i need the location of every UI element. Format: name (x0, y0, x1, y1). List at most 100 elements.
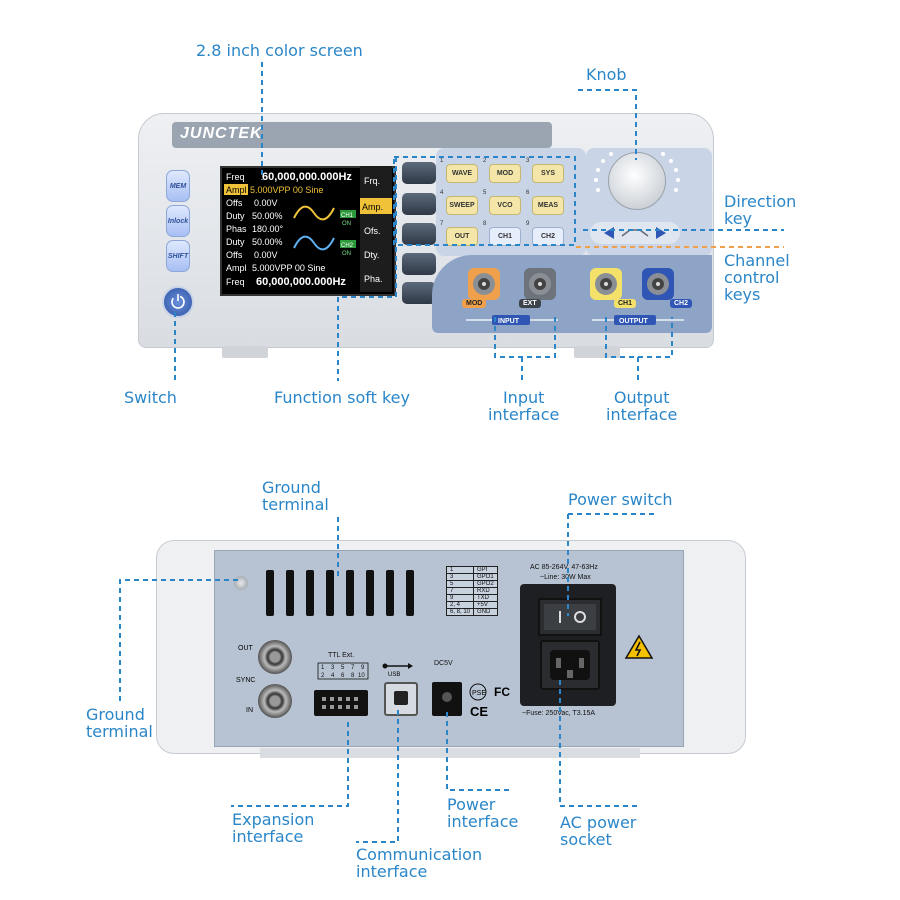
soft-key-3[interactable] (402, 223, 436, 245)
front-foot-left (222, 346, 268, 358)
shift-button[interactable]: SHIFT (166, 240, 190, 272)
ch2-waveform (293, 235, 335, 251)
svg-text:5: 5 (341, 665, 345, 671)
screen-row-1-val: 5.000VPP 00 Sine (250, 185, 323, 195)
direction-hint-icon (621, 229, 649, 237)
cert-marks: PSE FC CE (469, 683, 510, 719)
svg-text:USB: USB (388, 672, 400, 678)
ac-socket[interactable] (540, 640, 600, 690)
expansion-port[interactable] (314, 690, 368, 716)
vent-slot (406, 570, 414, 616)
svg-text:1: 1 (321, 665, 325, 671)
label-knob: Knob (586, 65, 627, 84)
svg-text:8: 8 (483, 221, 487, 227)
screen-row-0-val: 60,000,000.000Hz (262, 171, 352, 183)
label-function-soft-key: Function soft key (274, 388, 410, 407)
svg-text:4: 4 (440, 190, 444, 196)
label-power-switch: Power switch (568, 490, 673, 509)
ch1-tag: CH1 (341, 213, 354, 219)
screen-row-3-key: Duty (226, 211, 245, 221)
vent-slot (306, 570, 314, 616)
ch1-label: CH1 (614, 299, 637, 308)
sync-out-bnc[interactable] (258, 640, 292, 674)
screen-row-2-key: Offs (226, 198, 243, 208)
svg-text:SYNC: SYNC (236, 677, 255, 684)
rear-stand (260, 748, 640, 758)
screen-row-1-key: Ampl (226, 185, 247, 195)
svg-text:3: 3 (331, 665, 335, 671)
ch1-key[interactable]: CH1 (489, 227, 521, 246)
svg-text:OUT: OUT (238, 645, 254, 652)
ch2-key[interactable]: CH2 (532, 227, 564, 246)
label-screen: 2.8 inch color screen (196, 41, 363, 60)
screen-row-8-key: Freq (226, 277, 245, 287)
screen-row-3-val: 50.00% (252, 211, 283, 221)
meas-key[interactable]: MEAS (532, 196, 564, 215)
ch1-bnc[interactable] (590, 268, 622, 300)
sweep-key[interactable]: SWEEP (446, 196, 478, 215)
rotary-knob[interactable] (608, 152, 666, 210)
ch2-tag: CH2 (341, 243, 354, 249)
mem-button[interactable]: MEM (166, 170, 190, 202)
screen-row-6-val: 0.00V (254, 250, 278, 260)
dc-power-jack[interactable] (432, 682, 462, 716)
wave-key[interactable]: WAVE (446, 164, 478, 183)
menu-pha: Pha. (364, 274, 383, 284)
svg-text:9: 9 (361, 665, 365, 671)
power-switch[interactable] (538, 598, 602, 636)
ext-bnc[interactable] (524, 268, 556, 300)
soft-key-1[interactable] (402, 162, 436, 184)
brand-logo: JUNCTEK (180, 125, 263, 142)
screen-row-5-val: 50.00% (252, 237, 283, 247)
ch2-bnc[interactable] (642, 268, 674, 300)
fuse-rating: ~Fuse: 250Vac, T3.15A (522, 710, 596, 717)
mod-bnc[interactable] (468, 268, 500, 300)
soft-key-2[interactable] (402, 193, 436, 215)
inlock-button[interactable]: Inlock (166, 205, 190, 237)
vent-slot (366, 570, 374, 616)
screen-row-4-key: Phas (226, 224, 247, 234)
vent-slot (326, 570, 334, 616)
soft-key-5[interactable] (402, 282, 436, 304)
hazard-icon (624, 634, 654, 659)
ttl-title: TTL Ext. (328, 652, 355, 659)
out-key[interactable]: OUT (446, 227, 478, 246)
front-foot-right (574, 346, 620, 358)
svg-text:7: 7 (351, 665, 355, 671)
power-button[interactable] (162, 286, 194, 318)
screen-row-7-val: 5.000VPP 00 Sine (252, 263, 325, 273)
screen-row-8-val: 60,000,000.000Hz (256, 276, 346, 288)
mod-key[interactable]: MOD (489, 164, 521, 183)
screen-row-0-key: Freq (226, 172, 245, 182)
svg-text:7: 7 (440, 221, 444, 227)
vco-key[interactable]: VCO (489, 196, 521, 215)
usb-port[interactable] (384, 682, 418, 716)
sync-in-bnc[interactable] (258, 684, 292, 718)
screen-row-4-val: 180.00° (252, 224, 284, 234)
menu-ofs: Ofs. (364, 226, 381, 236)
ext-label: EXT (519, 299, 541, 308)
vent-slot (266, 570, 274, 616)
screen-row-6-key: Offs (226, 250, 243, 260)
screen-menu: Frq. Amp. Ofs. Dty. Pha. (360, 166, 392, 292)
svg-text:8: 8 (351, 673, 355, 679)
mod-label: MOD (462, 299, 487, 308)
sys-key[interactable]: SYS (532, 164, 564, 183)
svg-text:1: 1 (440, 158, 444, 164)
menu-amp-highlight (360, 198, 392, 214)
vent-slot (346, 570, 354, 616)
input-group-label: INPUT (498, 318, 520, 325)
ac-rating: AC 85-264V, 47-63Hz (530, 564, 598, 571)
soft-key-4[interactable] (402, 253, 436, 275)
screen-row-5-key: Duty (226, 237, 245, 247)
svg-text:10: 10 (358, 673, 365, 679)
group-lines: INPUT OUTPUT (466, 315, 684, 325)
